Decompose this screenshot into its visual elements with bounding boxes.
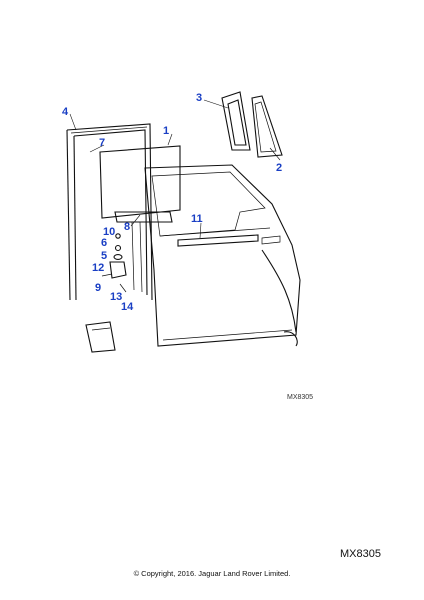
illustration-code: MX8305 xyxy=(340,548,381,560)
illustration-reference: MX8305 xyxy=(287,394,313,401)
callout-2: 2 xyxy=(276,162,282,174)
belt-moulding xyxy=(177,234,281,247)
callout-13: 13 xyxy=(110,291,122,303)
door-glass xyxy=(99,145,181,219)
callout-9: 9 xyxy=(95,282,101,294)
leader-lines xyxy=(69,99,281,239)
callout-11: 11 xyxy=(191,213,203,225)
door-shell xyxy=(144,164,301,347)
callout-1: 1 xyxy=(163,125,169,137)
sill-strip xyxy=(85,321,116,353)
window-channel xyxy=(114,211,173,293)
fixings xyxy=(101,233,127,293)
callout-10: 10 xyxy=(103,226,115,238)
callout-5: 5 xyxy=(101,250,107,262)
callout-4: 4 xyxy=(62,106,69,118)
quarter-glass xyxy=(221,91,283,158)
callout-7: 7 xyxy=(99,137,105,149)
callout-12: 12 xyxy=(92,262,104,274)
callout-3: 3 xyxy=(196,92,202,104)
callout-6: 6 xyxy=(101,237,107,249)
copyright-notice: © Copyright, 2016. Jaguar Land Rover Lim… xyxy=(133,569,291,578)
body-weatherstrip xyxy=(261,249,298,347)
callout-8: 8 xyxy=(124,221,130,233)
callout-14: 14 xyxy=(121,301,134,313)
